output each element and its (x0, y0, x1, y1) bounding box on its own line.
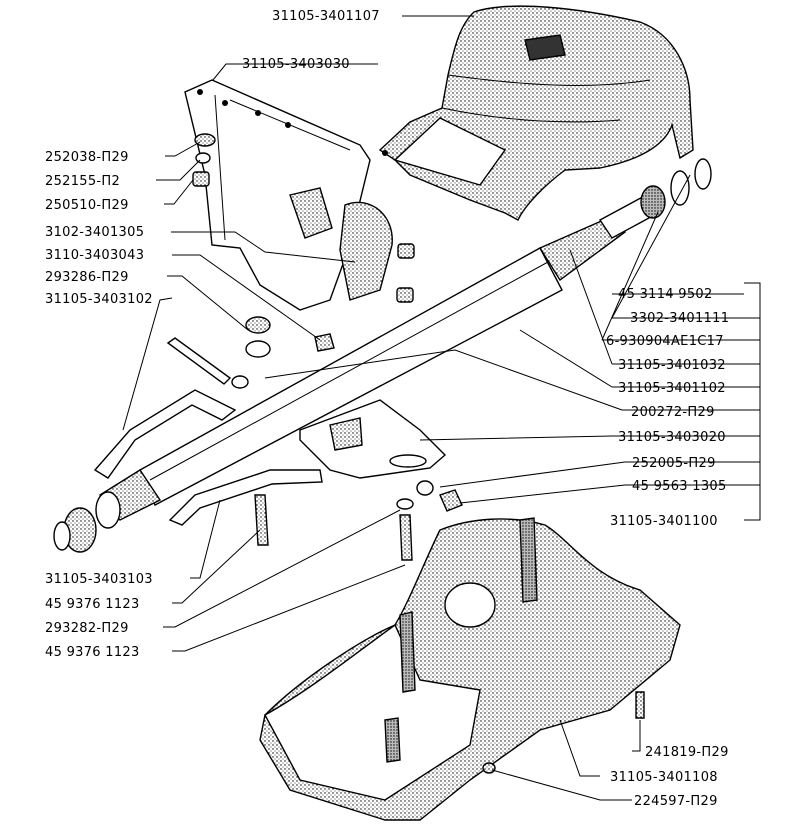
label-45-9376-1123-b: 45 9376 1123 (45, 645, 140, 660)
label-252038: 252038-П29 (45, 150, 129, 165)
label-252155: 252155-П2 (45, 174, 120, 189)
label-293286: 293286-П29 (45, 270, 129, 285)
label-250510: 250510-П29 (45, 198, 129, 213)
label-252005: 252005-П29 (632, 456, 716, 471)
middle-hardware (166, 316, 463, 561)
upper-shroud (378, 5, 694, 221)
label-241819: 241819-П29 (645, 745, 729, 760)
label-31105-3401107: 31105-3401107 (272, 9, 380, 24)
label-31105-3401100: 31105-3401100 (610, 514, 718, 529)
label-3102-3401305: 3102-3401305 (45, 225, 144, 240)
lower-support-rod (168, 469, 323, 526)
label-31105-3403020: 31105-3403020 (618, 430, 726, 445)
label-200272: 200272-П29 (631, 405, 715, 420)
callout-labels: 31105-3401107 31105-3403030 252038-П29 2… (45, 9, 729, 809)
label-45-9563-1305: 45 9563 1305 (632, 479, 727, 494)
label-45-9376-1123-a: 45 9376 1123 (45, 597, 140, 612)
column-tube-shaft (53, 158, 712, 553)
label-6-930904: 6-930904АЕ1С17 (606, 334, 724, 349)
label-31105-3401108: 31105-3401108 (610, 770, 718, 785)
label-293282: 293282-П29 (45, 621, 129, 636)
label-45-3114-9502: 45 3114 9502 (618, 287, 713, 302)
label-31105-3403102: 31105-3403102 (45, 292, 153, 307)
label-224597: 224597-П29 (634, 794, 718, 809)
label-31105-3401102: 31105-3401102 (618, 381, 726, 396)
leader-lines (122, 15, 761, 801)
label-3302-3401111: 3302-3401111 (630, 311, 729, 326)
label-3110-3403043: 3110-3403043 (45, 248, 144, 263)
parts-drawing (53, 5, 712, 821)
lower-bracket (299, 399, 447, 479)
upper-support-rod (93, 389, 237, 479)
mounting-bracket (184, 79, 415, 311)
lower-shroud (259, 517, 681, 821)
label-31105-3403103: 31105-3403103 (45, 572, 153, 587)
label-31105-3403030: 31105-3403030 (242, 57, 350, 72)
label-31105-3401032: 31105-3401032 (618, 358, 726, 373)
